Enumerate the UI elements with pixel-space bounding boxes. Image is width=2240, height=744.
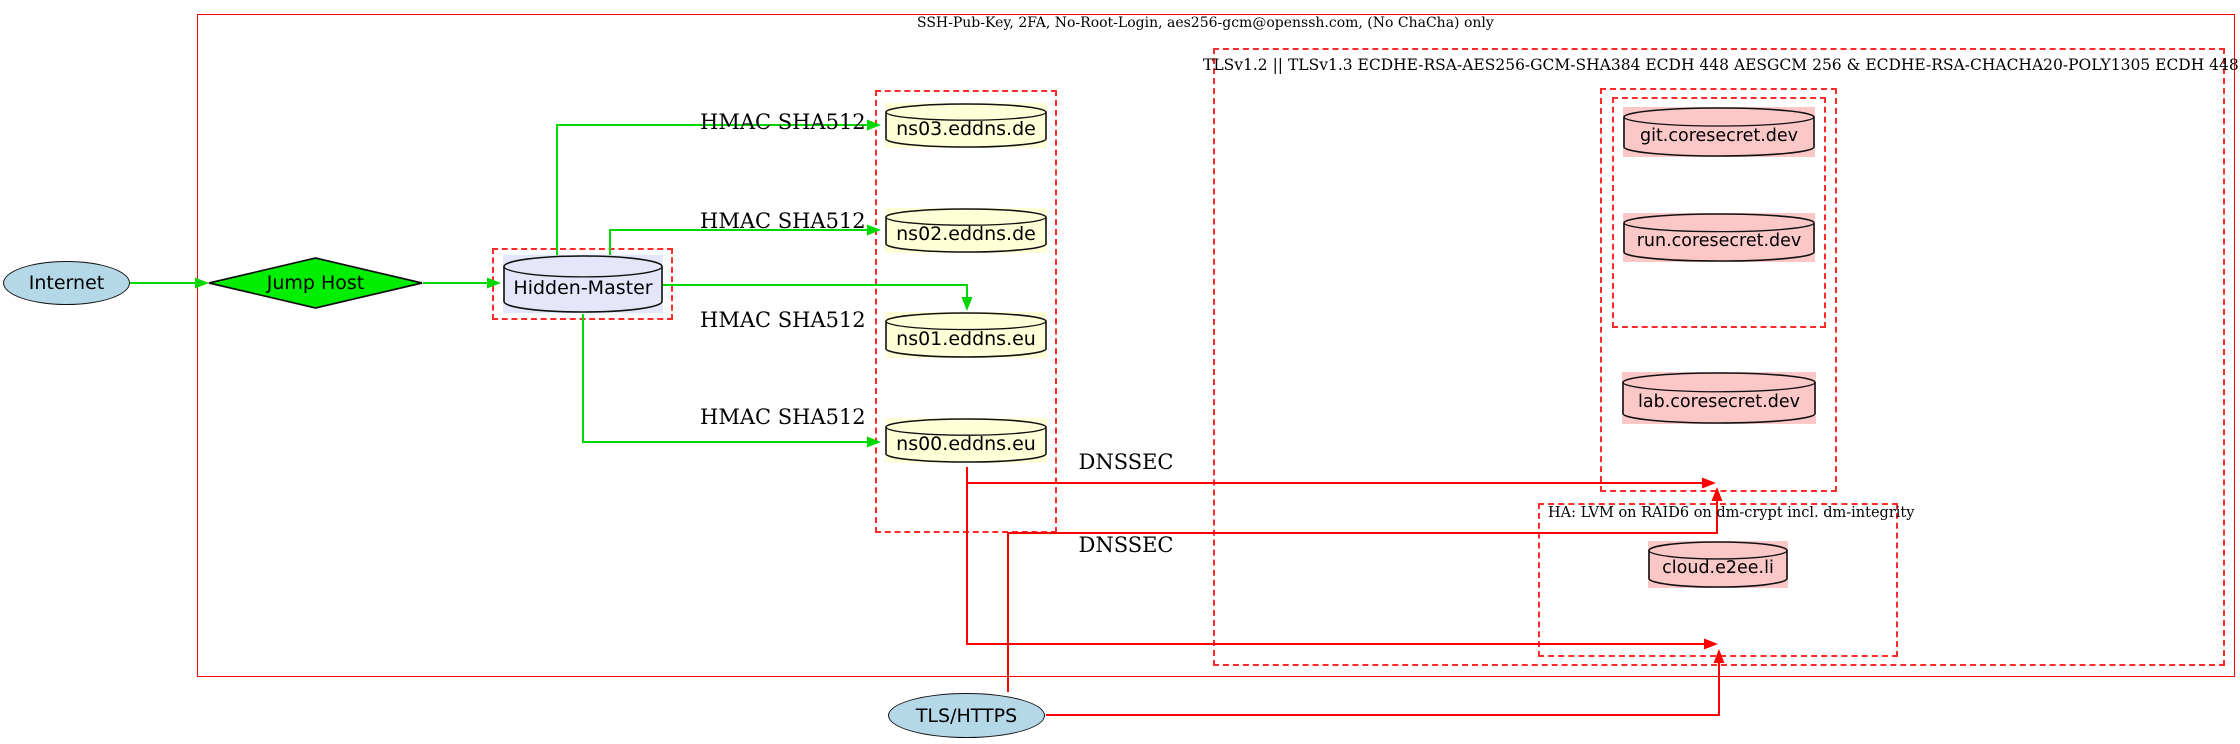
edge-label-hmac-ns02: HMAC SHA512: [700, 209, 866, 233]
cylinder-shape: [885, 208, 1047, 253]
git-run-cluster-box: [1612, 97, 1826, 328]
cylinder-shape: [503, 255, 663, 313]
ns02-node: ns02.eddns.de: [885, 208, 1047, 253]
hidden-master-node-label: Hidden-Master: [513, 276, 653, 299]
ha-cluster-label: HA: LVM on RAID6 on dm-crypt incl. dm-in…: [1548, 505, 1915, 521]
run-node-label: run.coresecret.dev: [1636, 231, 1802, 251]
cylinder-shape: [1622, 372, 1816, 424]
ns01-node: ns01.eddns.eu: [885, 312, 1047, 358]
tls-cluster-label: TLSv1.2 || TLSv1.3 ECDHE-RSA-AES256-GCM-…: [1203, 56, 2240, 74]
ns01-node-label: ns01.eddns.eu: [896, 327, 1036, 350]
cylinder-shape: [885, 103, 1047, 148]
ns00-node: ns00.eddns.eu: [885, 418, 1047, 463]
tls-https-node-label: TLS/HTTPS: [915, 704, 1018, 727]
ns00-node-label: ns00.eddns.eu: [896, 433, 1036, 455]
cylinder-shape: [1623, 107, 1815, 157]
internet-node: Internet: [3, 261, 130, 305]
cloud-node-label: cloud.e2ee.li: [1662, 558, 1774, 578]
git-node: git.coresecret.dev: [1623, 107, 1815, 157]
edge-label-hmac-ns00: HMAC SHA512: [700, 405, 866, 429]
cylinder-shape: [885, 312, 1047, 358]
ssh-cluster-label: SSH-Pub-Key, 2FA, No-Root-Login, aes256-…: [917, 15, 1494, 31]
cylinder-shape: [1623, 213, 1815, 262]
edge-label-hmac-ns03: HMAC SHA512: [700, 110, 866, 134]
diamond-shape: [208, 257, 423, 309]
hidden-master-node: Hidden-Master: [503, 255, 663, 313]
git-node-label: git.coresecret.dev: [1639, 125, 1799, 146]
ns03-node: ns03.eddns.de: [885, 103, 1047, 148]
run-node: run.coresecret.dev: [1623, 213, 1815, 262]
jump-host-node: Jump Host: [208, 257, 423, 309]
lab-node: lab.coresecret.dev: [1622, 372, 1816, 424]
edge-label-hmac-ns01: HMAC SHA512: [700, 308, 866, 332]
tls-https-node: TLS/HTTPS: [888, 693, 1045, 738]
edge-label-dnssec-1: DNSSEC: [1078, 450, 1174, 474]
ns02-node-label: ns02.eddns.de: [896, 223, 1036, 245]
jump-host-node-label: Jump Host: [266, 272, 365, 294]
cylinder-shape: [885, 418, 1047, 463]
ns03-node-label: ns03.eddns.de: [896, 118, 1036, 140]
internet-node-label: Internet: [28, 272, 105, 294]
lab-node-label: lab.coresecret.dev: [1638, 391, 1800, 412]
cloud-node: cloud.e2ee.li: [1648, 541, 1788, 588]
edge-label-dnssec-2: DNSSEC: [1078, 533, 1174, 557]
